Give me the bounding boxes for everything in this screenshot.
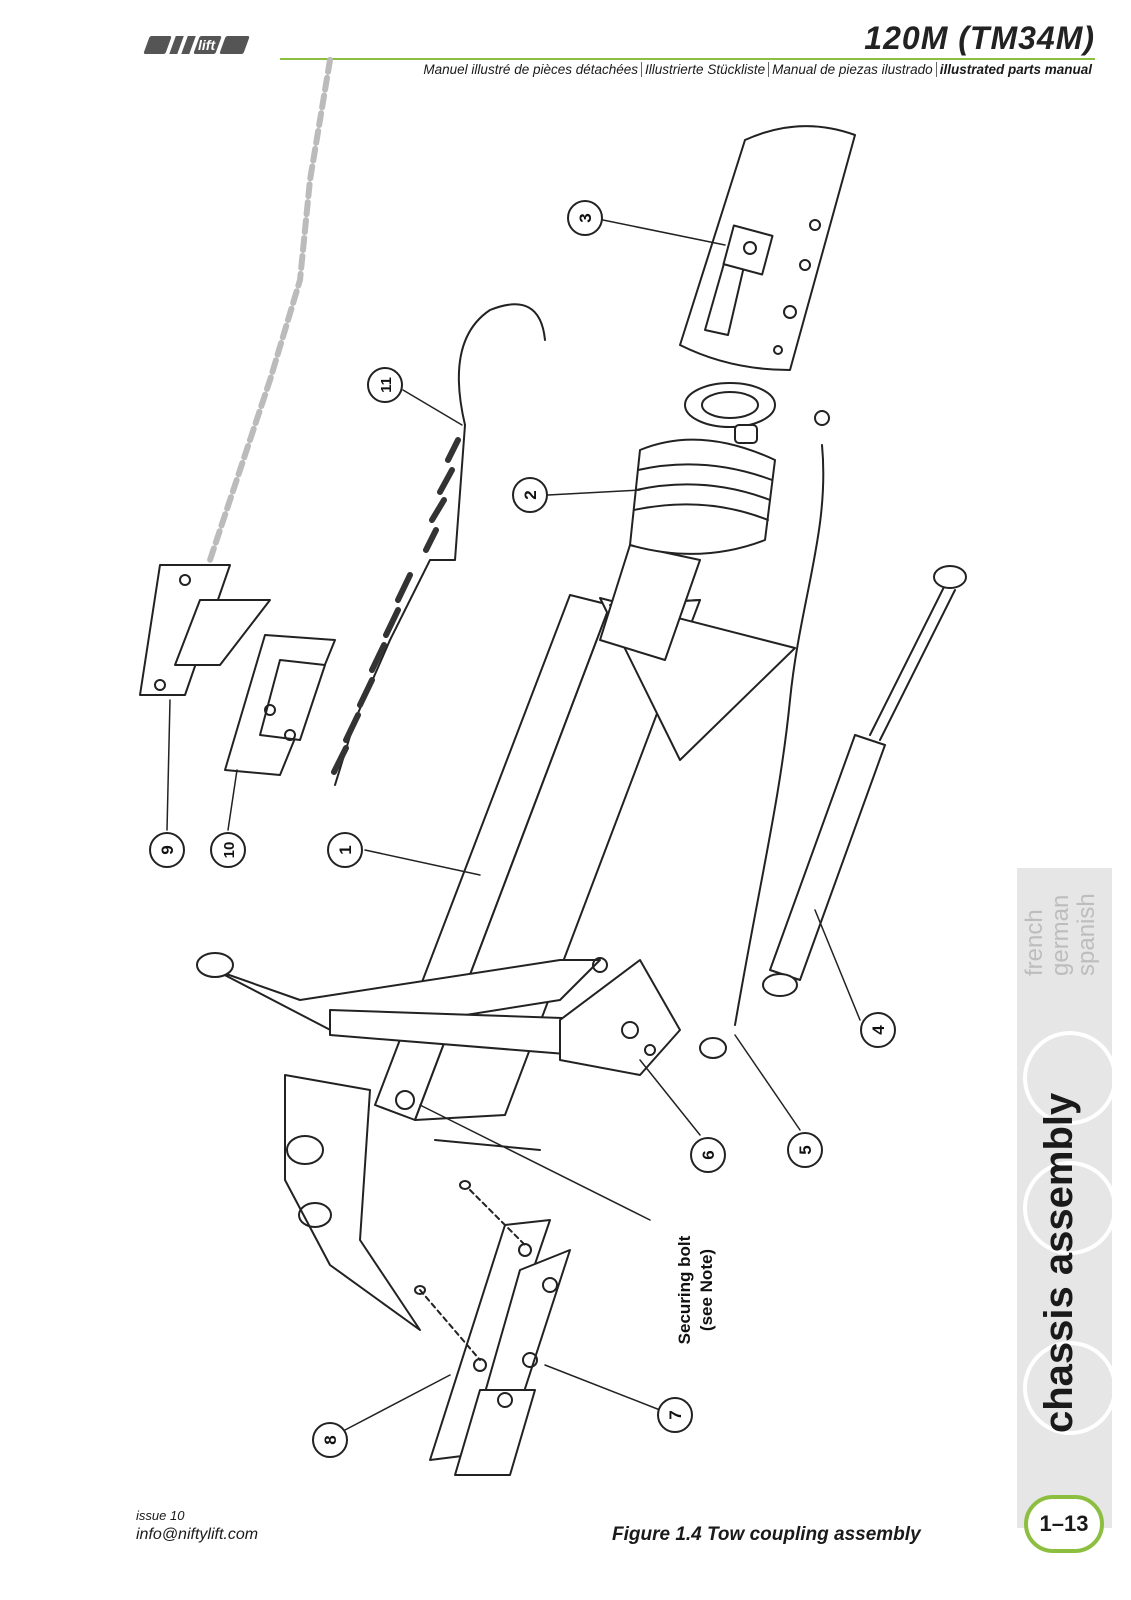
- coupling-tube-part: [599, 382, 776, 661]
- callout-label-10: 10: [221, 842, 238, 859]
- callout-9: [149, 832, 185, 868]
- see-note-text: (see Note): [697, 1249, 716, 1331]
- callout-8: [312, 1422, 348, 1458]
- callout-1: [327, 832, 363, 868]
- lang-french: french: [1021, 909, 1048, 976]
- issue-number: issue 10: [136, 1508, 185, 1523]
- model-title: 120M (TM34M): [864, 20, 1095, 56]
- section-side-tab: [1017, 868, 1112, 1528]
- callout-label-8: 8: [321, 1435, 340, 1444]
- callout-label-5: 5: [796, 1145, 815, 1154]
- callout-6: [690, 1137, 726, 1173]
- section-icon-3: [1023, 1341, 1112, 1435]
- gas-strut-part: [762, 565, 967, 997]
- securing-bolt-note: Securing bolt: [675, 1235, 694, 1344]
- callout-label-2: 2: [521, 490, 540, 499]
- callout-5: [787, 1132, 823, 1168]
- section-title-text: chassis assembly: [1037, 1092, 1081, 1433]
- figure-caption: Figure 1.4 Tow coupling assembly: [612, 1524, 921, 1545]
- subtitle-german: Illustrierte Stückliste: [641, 62, 769, 77]
- callout-label-7: 7: [666, 1410, 685, 1419]
- subtitle-french: Manuel illustré de pièces détachées: [423, 62, 639, 77]
- callout-label-3: 3: [576, 213, 595, 222]
- subtitle-english: illustrated parts manual: [935, 62, 1095, 77]
- callout-2: [512, 477, 548, 513]
- section-icon-1: [1023, 1031, 1112, 1125]
- callout-label-9: 9: [158, 845, 177, 854]
- lang-spanish: spanish: [1073, 893, 1100, 976]
- handbrake-lever-part: [196, 952, 681, 1076]
- callout-label-4: 4: [869, 1025, 888, 1035]
- callout-7: [657, 1397, 693, 1433]
- callout-11: [367, 367, 403, 403]
- language-labels: french german spanish: [1021, 893, 1100, 976]
- section-title: chassis assembly: [1023, 1031, 1112, 1435]
- nifty-lift-logo: lift: [143, 36, 250, 54]
- callout-label-1: 1: [336, 845, 355, 854]
- lang-german: german: [1047, 895, 1074, 976]
- callout-4: [860, 1012, 896, 1048]
- coupling-head-part: [679, 125, 856, 371]
- logo-text: lift: [198, 37, 216, 53]
- section-icon-2: [1023, 1161, 1112, 1255]
- page-number: 1–13: [1024, 1495, 1104, 1553]
- safety-chain-part: [207, 57, 546, 786]
- callout-label-11: 11: [378, 377, 395, 393]
- header-rule: [280, 58, 1095, 60]
- callout-10: [210, 832, 246, 868]
- contact-email[interactable]: info@niftylift.com: [136, 1526, 259, 1543]
- breakaway-cable-part: [699, 410, 830, 1059]
- mounting-brackets-part: [419, 1189, 571, 1476]
- subtitle-spanish: Manual de piezas ilustrado: [768, 62, 936, 77]
- callout-label-6: 6: [699, 1150, 718, 1159]
- chain-brackets-part: [139, 564, 336, 776]
- callout-3: [567, 200, 603, 236]
